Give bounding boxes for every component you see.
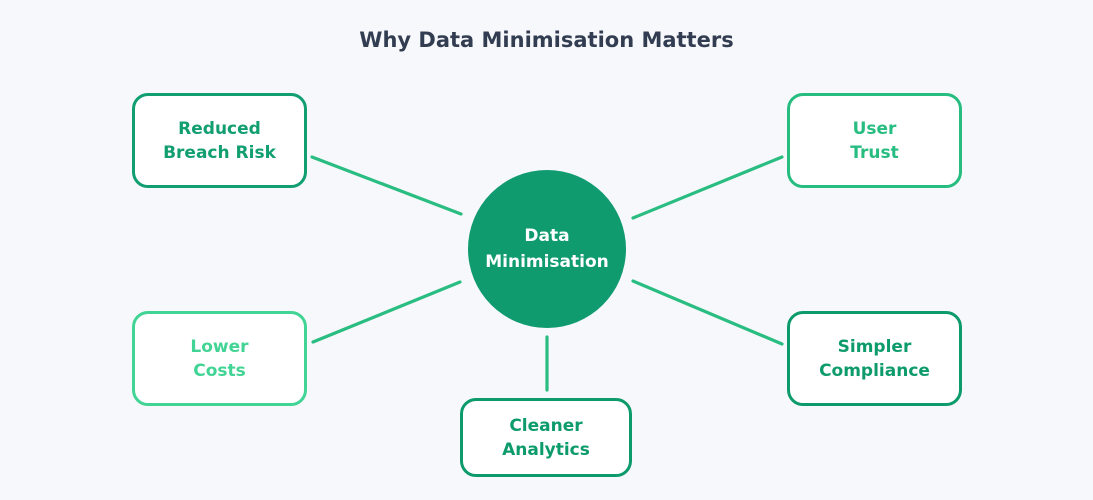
node-label-line2: Trust — [850, 142, 899, 163]
connector-bottom-left-line — [311, 280, 462, 344]
node-lower-costs: Lower Costs — [132, 311, 307, 406]
diagram-title: Why Data Minimisation Matters — [359, 28, 734, 52]
central-node-data-minimisation: Data Minimisation — [468, 170, 626, 328]
node-simpler-compliance: Simpler Compliance — [787, 311, 962, 406]
central-node-label-line1: Data — [524, 226, 570, 246]
node-cleaner-analytics: Cleaner Analytics — [460, 398, 632, 477]
node-label-line2: Breach Risk — [163, 142, 276, 163]
central-node-label-line2: Minimisation — [485, 252, 609, 272]
connector-top-left-line — [310, 155, 463, 216]
node-label-line2: Analytics — [502, 439, 590, 460]
node-user-trust: User Trust — [787, 93, 962, 188]
connector-top-right-line — [631, 155, 784, 220]
node-label-line1: Simpler — [837, 336, 912, 357]
node-label-line1: Lower — [190, 336, 249, 357]
node-label-line1: User — [852, 118, 897, 139]
node-reduced-breach-risk: Reduced Breach Risk — [132, 93, 307, 188]
node-label-line2: Compliance — [819, 360, 930, 381]
node-label-line1: Reduced — [178, 118, 261, 139]
connector-bottom-right-line — [631, 279, 784, 346]
node-label-line1: Cleaner — [509, 415, 583, 436]
node-label-line2: Costs — [193, 360, 246, 381]
